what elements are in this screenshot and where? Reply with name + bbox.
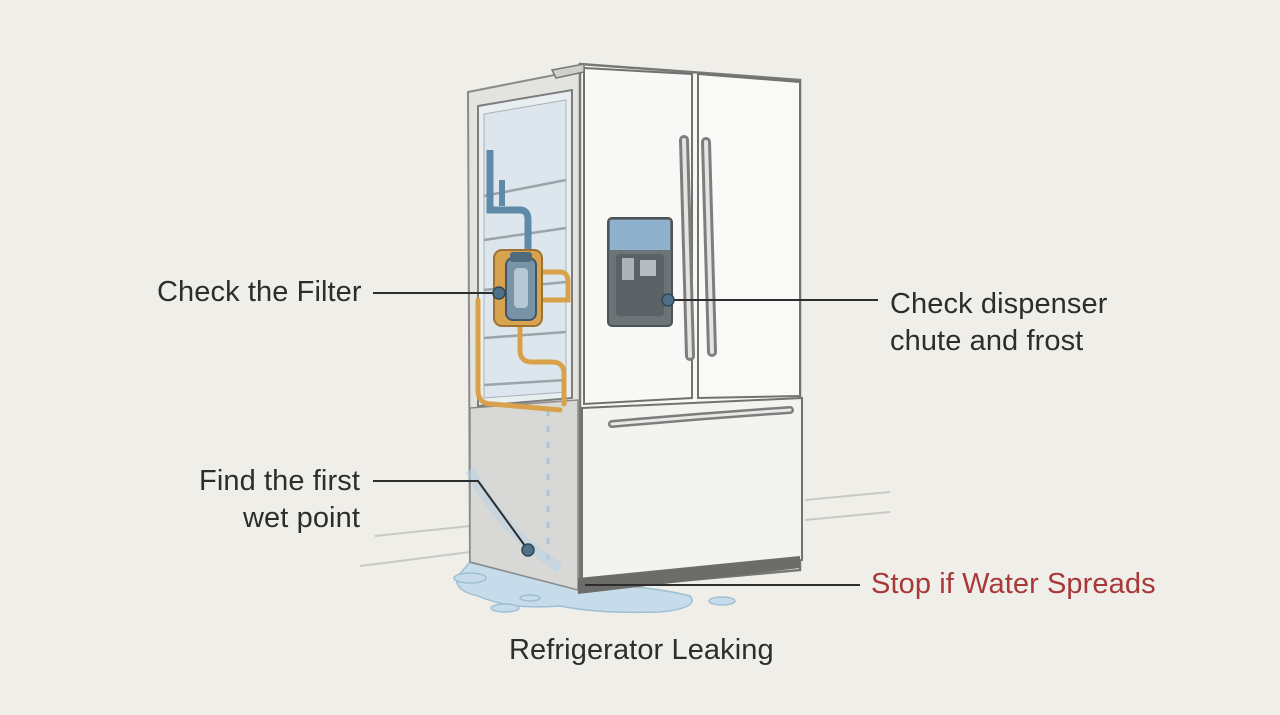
- fridge-front: [550, 62, 803, 594]
- diagram-title: Refrigerator Leaking: [509, 634, 774, 666]
- callout-line: wet point: [243, 502, 360, 534]
- callout-check-dispenser: Check dispenser chute and frost: [890, 286, 1108, 360]
- callout-line: chute and frost: [890, 325, 1084, 357]
- callout-leaders: [373, 292, 878, 586]
- callout-line: Find the first: [199, 465, 360, 497]
- callout-markers: [492, 286, 675, 557]
- water-line: [475, 269, 571, 413]
- water-filter: [493, 249, 543, 327]
- callout-find-wet-point: Find the first wet point: [199, 463, 360, 537]
- callout-check-filter: Check the Filter: [157, 276, 362, 308]
- callout-line: Check dispenser: [890, 288, 1108, 320]
- door-handles: [679, 135, 717, 361]
- ice-water-dispenser: [607, 217, 673, 327]
- callout-stop-warning: Stop if Water Spreads: [871, 568, 1156, 600]
- floor-lines: [359, 491, 891, 567]
